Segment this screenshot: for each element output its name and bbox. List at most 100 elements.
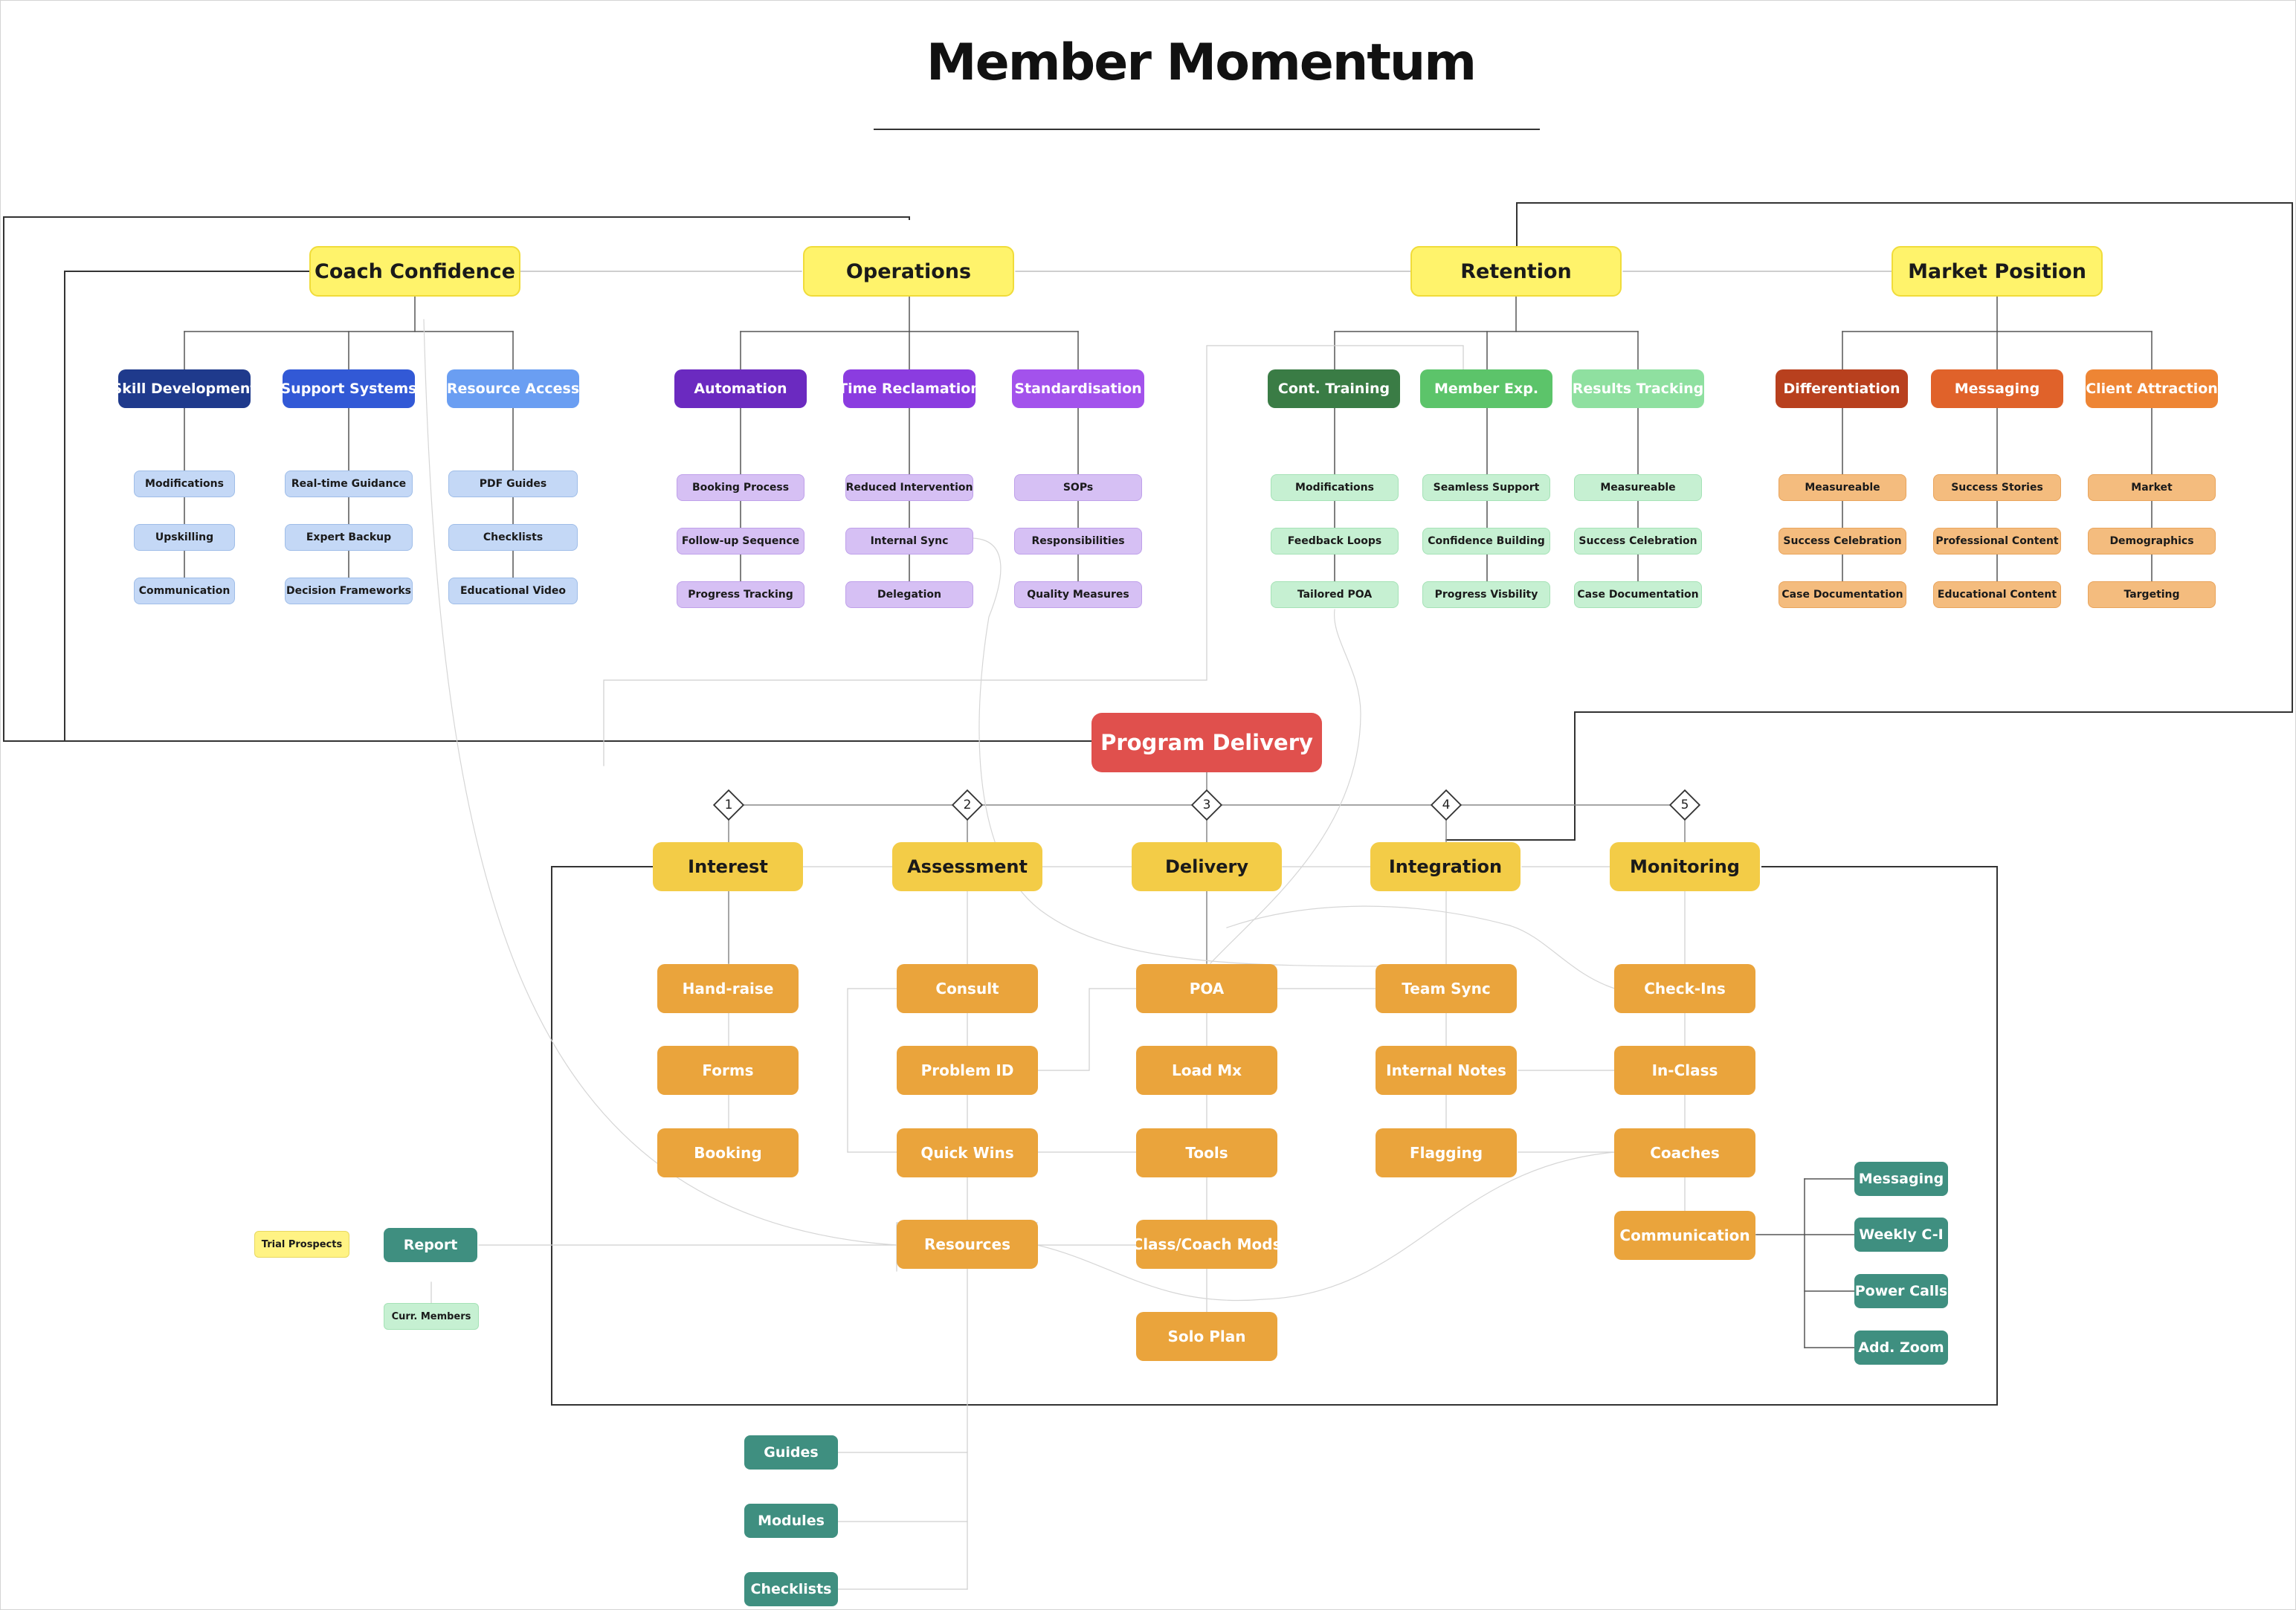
item-success-stories[interactable]: Success Stories — [1933, 474, 2061, 501]
item-case-documentation[interactable]: Case Documentation — [1574, 581, 1702, 608]
category-client-attraction[interactable]: Client Attraction — [2086, 369, 2218, 408]
task-consult[interactable]: Consult — [897, 964, 1038, 1013]
resource-modules[interactable]: Modules — [744, 1504, 838, 1538]
category-cont-training[interactable]: Cont. Training — [1268, 369, 1400, 408]
item-seamless-support[interactable]: Seamless Support — [1422, 474, 1550, 501]
channel-add-zoom[interactable]: Add. Zoom — [1854, 1331, 1948, 1365]
task-flagging[interactable]: Flagging — [1376, 1128, 1517, 1177]
item-internal-sync[interactable]: Internal Sync — [845, 528, 973, 555]
stage-marker-3 — [1190, 789, 1223, 821]
task-internal-notes[interactable]: Internal Notes — [1376, 1046, 1517, 1095]
resource-checklists[interactable]: Checklists — [744, 1572, 838, 1606]
category-resource-access[interactable]: Resource Access — [447, 369, 579, 408]
task-resources[interactable]: Resources — [897, 1220, 1038, 1269]
audience-trial-prospects[interactable]: Trial Prospects — [254, 1231, 349, 1258]
stage-marker-4 — [1430, 789, 1463, 821]
stage-delivery[interactable]: Delivery — [1132, 842, 1282, 891]
item-pdf-guides[interactable]: PDF Guides — [448, 471, 578, 497]
stage-marker-2 — [951, 789, 984, 821]
item-market-success-celebration[interactable]: Success Celebration — [1779, 528, 1906, 555]
audience-curr-members[interactable]: Curr. Members — [384, 1303, 479, 1330]
item-decision-frameworks[interactable]: Decision Frameworks — [285, 578, 413, 604]
category-skill-development[interactable]: Skill Development — [118, 369, 251, 408]
item-professional-content[interactable]: Professional Content — [1933, 528, 2061, 555]
category-member-exp[interactable]: Member Exp. — [1420, 369, 1552, 408]
stage-assessment[interactable]: Assessment — [892, 842, 1042, 891]
category-time-reclamation[interactable]: Time Reclamation — [843, 369, 976, 408]
task-load-mx[interactable]: Load Mx — [1136, 1046, 1277, 1095]
task-class-coach-mods[interactable]: Class/Coach Mods — [1136, 1220, 1277, 1269]
item-expert-backup[interactable]: Expert Backup — [285, 524, 413, 551]
item-tailored-poa[interactable]: Tailored POA — [1271, 581, 1399, 608]
item-sops[interactable]: SOPs — [1014, 474, 1142, 501]
item-delegation[interactable]: Delegation — [845, 581, 973, 608]
category-differentiation[interactable]: Differentiation — [1776, 369, 1908, 408]
program-delivery[interactable]: Program Delivery — [1091, 713, 1322, 772]
item-checklists[interactable]: Checklists — [448, 524, 578, 551]
task-problem-id[interactable]: Problem ID — [897, 1046, 1038, 1095]
title-underline — [874, 129, 1540, 130]
diagram-title: Member Momentum — [926, 33, 1477, 92]
item-market[interactable]: Market — [2088, 474, 2216, 501]
item-targeting[interactable]: Targeting — [2088, 581, 2216, 608]
task-check-ins[interactable]: Check-Ins — [1614, 964, 1755, 1013]
category-results-tracking[interactable]: Results Tracking — [1572, 369, 1704, 408]
task-quick-wins[interactable]: Quick Wins — [897, 1128, 1038, 1177]
item-market-measureable[interactable]: Measureable — [1779, 474, 1906, 501]
pillar-market-position[interactable]: Market Position — [1892, 246, 2103, 297]
category-automation[interactable]: Automation — [674, 369, 807, 408]
item-confidence-building[interactable]: Confidence Building — [1422, 528, 1550, 555]
stage-number-3: 3 — [1202, 798, 1211, 812]
item-retention-modifications[interactable]: Modifications — [1271, 474, 1399, 501]
task-communication[interactable]: Communication — [1614, 1211, 1755, 1260]
task-team-sync[interactable]: Team Sync — [1376, 964, 1517, 1013]
connector-outer-frame-right — [1445, 202, 2293, 841]
item-reduced-intervention[interactable]: Reduced Intervention — [845, 474, 973, 501]
pillar-coach-confidence[interactable]: Coach Confidence — [309, 246, 520, 297]
task-in-class[interactable]: In-Class — [1614, 1046, 1755, 1095]
pillar-retention[interactable]: Retention — [1410, 246, 1622, 297]
item-booking-process[interactable]: Booking Process — [677, 474, 804, 501]
item-measureable[interactable]: Measureable — [1574, 474, 1702, 501]
stage-marker-1 — [712, 789, 745, 821]
stage-integration[interactable]: Integration — [1370, 842, 1521, 891]
category-standardisation[interactable]: Standardisation — [1012, 369, 1144, 408]
stage-number-5: 5 — [1680, 798, 1689, 812]
item-market-case-documentation[interactable]: Case Documentation — [1779, 581, 1906, 608]
channel-messaging[interactable]: Messaging — [1854, 1162, 1948, 1196]
item-progress-visbility[interactable]: Progress Visbility — [1422, 581, 1550, 608]
item-responsibilities[interactable]: Responsibilities — [1014, 528, 1142, 555]
task-solo-plan[interactable]: Solo Plan — [1136, 1312, 1277, 1361]
item-educational-content[interactable]: Educational Content — [1933, 581, 2061, 608]
category-messaging[interactable]: Messaging — [1931, 369, 2063, 408]
item-follow-up-sequence[interactable]: Follow-up Sequence — [677, 528, 804, 555]
item-feedback-loops[interactable]: Feedback Loops — [1271, 528, 1399, 555]
stage-interest[interactable]: Interest — [653, 842, 803, 891]
item-success-celebration[interactable]: Success Celebration — [1574, 528, 1702, 555]
task-hand-raise[interactable]: Hand-raise — [657, 964, 799, 1013]
channel-power-calls[interactable]: Power Calls — [1854, 1274, 1948, 1308]
task-tools[interactable]: Tools — [1136, 1128, 1277, 1177]
item-modifications[interactable]: Modifications — [134, 471, 235, 497]
resource-guides[interactable]: Guides — [744, 1435, 838, 1470]
item-quality-measures[interactable]: Quality Measures — [1014, 581, 1142, 608]
stage-number-4: 4 — [1442, 798, 1451, 812]
channel-weekly-c-i[interactable]: Weekly C-I — [1854, 1218, 1948, 1252]
item-real-time-guidance[interactable]: Real-time Guidance — [285, 471, 413, 497]
task-poa[interactable]: POA — [1136, 964, 1277, 1013]
item-communication[interactable]: Communication — [134, 578, 235, 604]
pillar-operations[interactable]: Operations — [803, 246, 1014, 297]
report-node[interactable]: Report — [384, 1228, 477, 1262]
task-coaches[interactable]: Coaches — [1614, 1128, 1755, 1177]
item-progress-tracking[interactable]: Progress Tracking — [677, 581, 804, 608]
stage-monitoring[interactable]: Monitoring — [1610, 842, 1760, 891]
item-upskilling[interactable]: Upskilling — [134, 524, 235, 551]
item-educational-video[interactable]: Educational Video — [448, 578, 578, 604]
stage-number-1: 1 — [724, 798, 733, 812]
item-demographics[interactable]: Demographics — [2088, 528, 2216, 555]
task-booking[interactable]: Booking — [657, 1128, 799, 1177]
category-support-systems[interactable]: Support Systems — [283, 369, 415, 408]
task-forms[interactable]: Forms — [657, 1046, 799, 1095]
connector-program-frame — [551, 866, 1998, 1406]
